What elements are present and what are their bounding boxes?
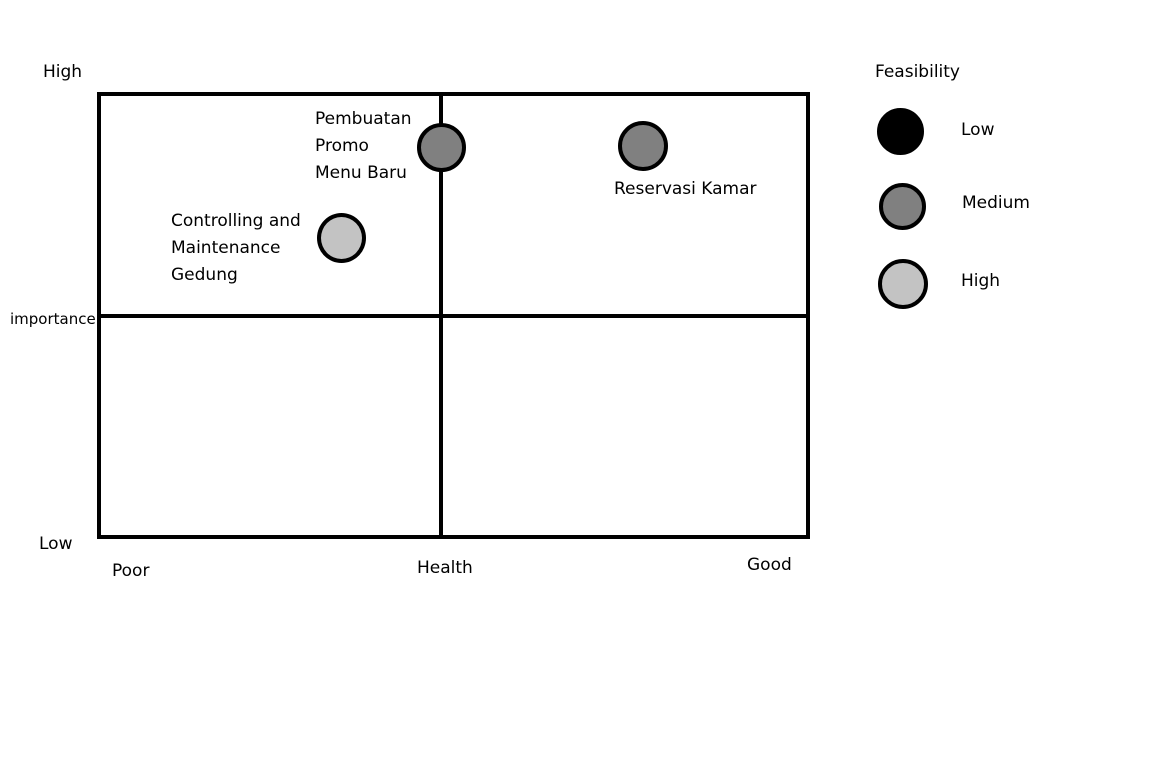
grid-horizontal-divider bbox=[97, 314, 810, 318]
y-axis-low-label: Low bbox=[39, 534, 73, 554]
y-axis-high-label: High bbox=[43, 62, 83, 82]
x-axis-health-label: Health bbox=[417, 558, 473, 578]
x-axis-poor-label: Poor bbox=[112, 561, 150, 581]
item-label-controlling-maintenance: Controlling and Maintenance Gedung bbox=[171, 208, 301, 284]
legend-title: Feasibility bbox=[875, 62, 960, 82]
legend-label-high: High bbox=[961, 271, 1001, 291]
legend-label-low: Low bbox=[961, 120, 995, 140]
item-label-line: Pembuatan bbox=[315, 109, 412, 129]
y-axis-label: importance bbox=[10, 310, 96, 328]
legend-swatch-medium bbox=[879, 183, 926, 230]
item-label-line: Maintenance bbox=[171, 238, 281, 258]
item-label-pembuatan-promo: Pembuatan Promo Menu Baru bbox=[315, 106, 412, 187]
x-axis-good-label: Good bbox=[747, 555, 792, 575]
legend-swatch-high bbox=[878, 259, 928, 309]
item-dot-reservasi-kamar bbox=[618, 121, 668, 171]
legend-label-medium: Medium bbox=[962, 193, 1030, 213]
item-label-line: Gedung bbox=[171, 265, 238, 284]
item-dot-controlling-maintenance bbox=[317, 213, 366, 263]
item-dot-pembuatan-promo bbox=[417, 123, 466, 172]
item-label-reservasi-kamar: Reservasi Kamar bbox=[614, 179, 757, 199]
item-label-line: Promo bbox=[315, 136, 369, 156]
item-label-line: Menu Baru bbox=[315, 163, 407, 183]
legend-swatch-low bbox=[877, 108, 924, 155]
item-label-line: Controlling and bbox=[171, 211, 301, 231]
